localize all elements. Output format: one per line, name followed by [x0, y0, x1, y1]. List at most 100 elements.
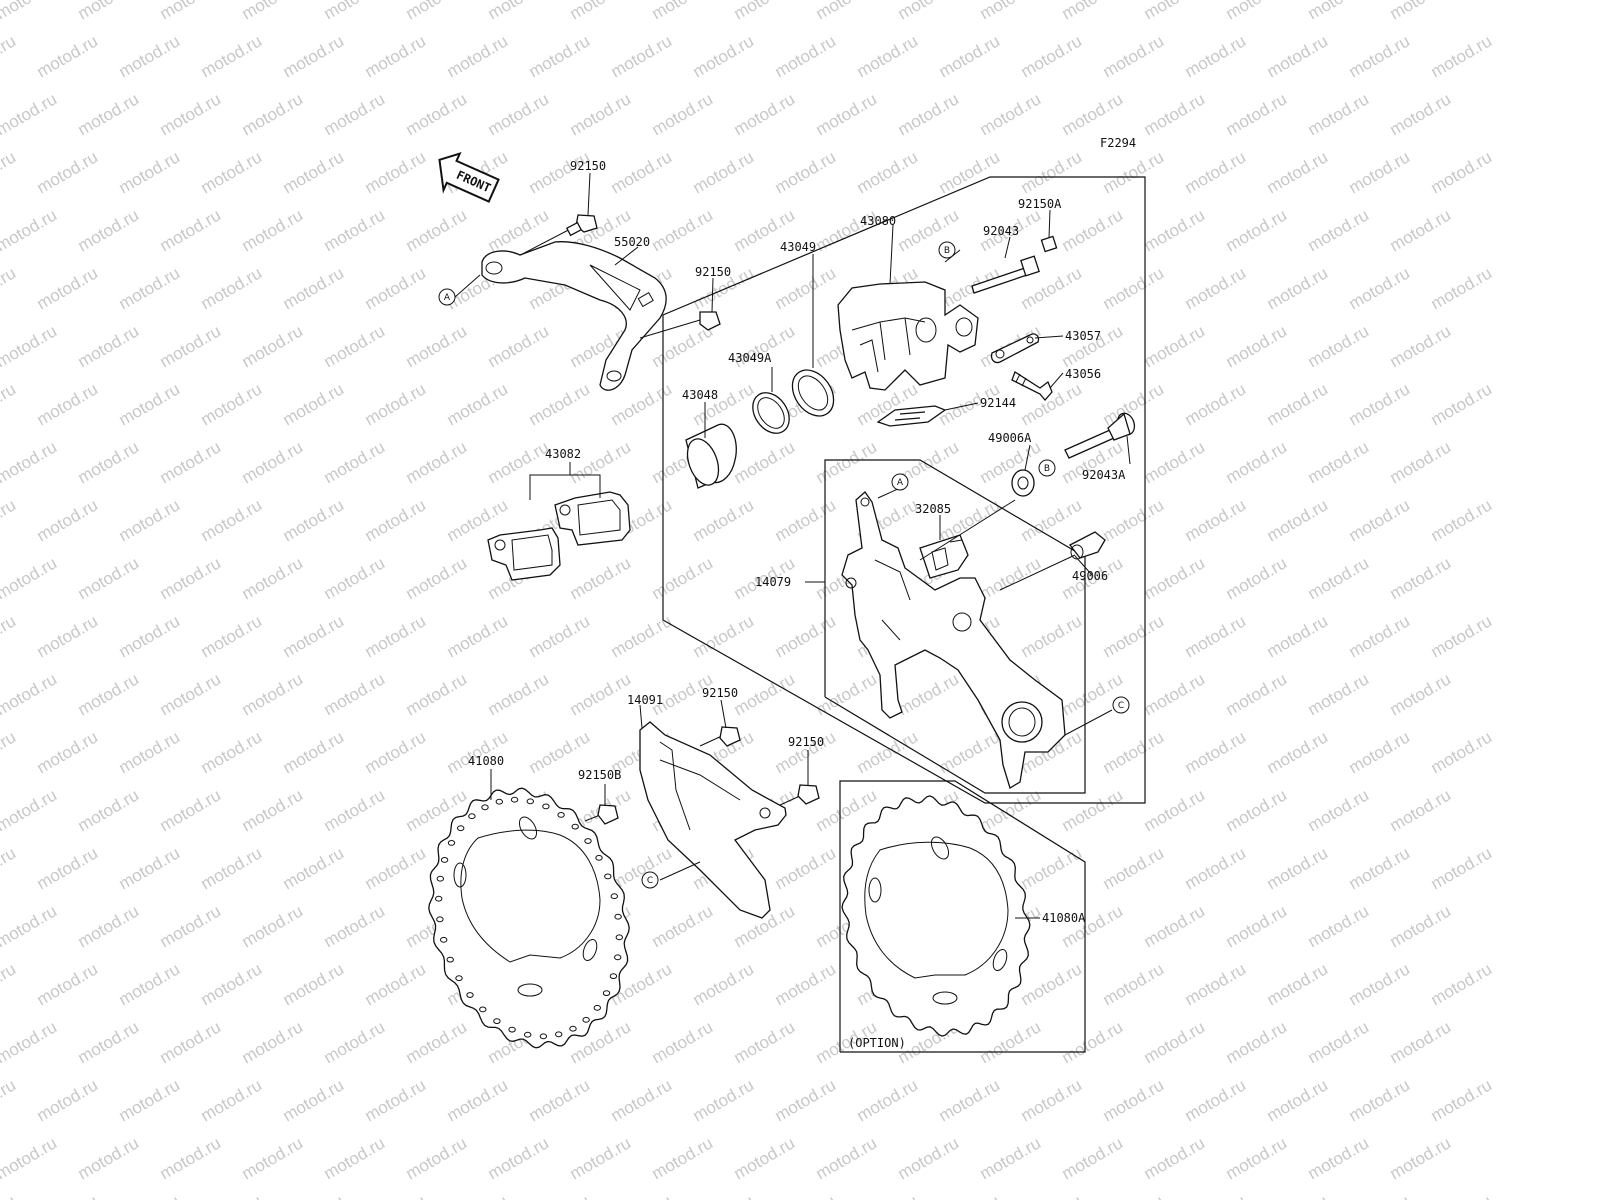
watermark-text: motod.ru: [0, 1191, 19, 1200]
part-label-92150-low2: 92150: [788, 735, 824, 749]
watermark-text: motod.ru: [198, 959, 266, 1009]
disc-drill-hole: [495, 798, 503, 805]
watermark-text: motod.ru: [280, 843, 348, 893]
watermark-text: motod.ru: [198, 727, 266, 777]
watermark-text: motod.ru: [0, 147, 19, 197]
watermark-text: motod.ru: [280, 263, 348, 313]
watermark-text: motod.ru: [895, 0, 963, 23]
watermark-text: motod.ru: [239, 1017, 307, 1067]
watermark-text: motod.ru: [321, 205, 389, 255]
watermark-text: motod.ru: [1182, 1191, 1250, 1200]
watermark-text: motod.ru: [731, 1133, 799, 1183]
disc-drill-hole: [571, 823, 579, 830]
bleeder-valve-43056: [1011, 371, 1053, 402]
watermark-text: motod.ru: [1059, 1017, 1127, 1067]
disc-drill-hole: [436, 875, 444, 882]
watermark-text: motod.ru: [75, 205, 143, 255]
disc-drill-hole: [440, 936, 448, 943]
watermark-text: motod.ru: [1182, 147, 1250, 197]
watermark-text: motod.ru: [0, 611, 19, 661]
watermark-text: motod.ru: [813, 669, 881, 719]
watermark-text: motod.ru: [1141, 0, 1209, 23]
watermark-text: motod.ru: [0, 263, 19, 313]
disc-drill-hole: [582, 1016, 590, 1023]
watermark-text: motod.ru: [34, 263, 102, 313]
watermark-text: motod.ru: [772, 611, 840, 661]
retainer-32085: [919, 534, 969, 579]
watermark-text: motod.ru: [1182, 495, 1250, 545]
watermark-text: motod.ru: [1387, 321, 1455, 371]
watermark-text: motod.ru: [1182, 727, 1250, 777]
watermark-text: motod.ru: [0, 785, 60, 835]
watermark-text: motod.ru: [1387, 437, 1455, 487]
watermark-text: motod.ru: [690, 1191, 758, 1200]
svg-text:A: A: [444, 293, 451, 303]
watermark-text: motod.ru: [403, 321, 471, 371]
watermark-text: motod.ru: [0, 727, 19, 777]
watermark-text: motod.ru: [75, 1133, 143, 1183]
watermark-text: motod.ru: [485, 437, 553, 487]
part-label-43049A: 43049A: [728, 351, 772, 365]
watermark-text: motod.ru: [280, 611, 348, 661]
watermark-text: motod.ru: [1100, 1191, 1168, 1200]
bolt-92150B: [584, 804, 619, 825]
watermark-text: motod.ru: [1428, 379, 1496, 429]
watermark-text: motod.ru: [1223, 1017, 1291, 1067]
leader-lines: [454, 172, 1131, 919]
watermark-text: motod.ru: [1264, 843, 1332, 893]
watermark-text: motod.ru: [854, 147, 922, 197]
watermark-text: motod.ru: [690, 959, 758, 1009]
disc-drill-hole: [602, 990, 611, 996]
watermark-text: motod.ru: [1428, 495, 1496, 545]
watermark-text: motod.ru: [75, 321, 143, 371]
watermark-layer: motod.ru motod.ru motod.ru motod.ru motod.ru…: [0, 0, 1495, 1200]
caliper-assembly-outline: [662, 176, 1146, 804]
part-label-92043A: 92043A: [1082, 468, 1126, 482]
watermark-text: motod.ru: [1428, 31, 1496, 81]
watermark-text: motod.ru: [690, 379, 758, 429]
part-label-32085: 32085: [915, 502, 951, 516]
watermark-text: motod.ru: [690, 495, 758, 545]
watermark-text: motod.ru: [1141, 89, 1209, 139]
watermark-text: motod.ru: [1100, 727, 1168, 777]
watermark-text: motod.ru: [649, 0, 717, 23]
watermark-text: motod.ru: [444, 727, 512, 777]
watermark-text: motod.ru: [1305, 785, 1373, 835]
watermark-text: motod.ru: [1223, 437, 1291, 487]
part-label-92150A: 92150A: [1018, 197, 1062, 211]
watermark-text: motod.ru: [280, 31, 348, 81]
watermark-text: motod.ru: [1346, 379, 1414, 429]
watermark-text: motod.ru: [772, 1191, 840, 1200]
watermark-text: motod.ru: [1182, 263, 1250, 313]
disc-drill-hole: [569, 1025, 577, 1032]
watermark-text: motod.ru: [854, 1191, 922, 1200]
disc-drill-hole: [614, 954, 622, 961]
watermark-text: motod.ru: [1428, 147, 1496, 197]
watermark-text: motod.ru: [936, 1075, 1004, 1125]
torque-bracket-55020: [481, 241, 667, 391]
watermark-text: motod.ru: [75, 901, 143, 951]
watermark-text: motod.ru: [1387, 0, 1455, 23]
watermark-text: motod.ru: [1428, 611, 1496, 661]
part-label-49006A: 49006A: [988, 431, 1032, 445]
watermark-text: motod.ru: [362, 959, 430, 1009]
watermark-text: motod.ru: [1059, 0, 1127, 23]
watermark-text: motod.ru: [1305, 437, 1373, 487]
part-label-55020: 55020: [614, 235, 650, 249]
watermark-text: motod.ru: [1264, 31, 1332, 81]
watermark-text: motod.ru: [1018, 611, 1086, 661]
watermark-text: motod.ru: [1182, 843, 1250, 893]
watermark-text: motod.ru: [1264, 727, 1332, 777]
ref-circle-a-top: A: [438, 288, 456, 306]
watermark-text: motod.ru: [1223, 0, 1291, 23]
watermark-text: motod.ru: [854, 1075, 922, 1125]
watermark-text: motod.ru: [1223, 669, 1291, 719]
disc-drill-hole: [455, 975, 463, 982]
watermark-text: motod.ru: [1387, 785, 1455, 835]
guard-14091: [639, 721, 787, 919]
watermark-text: motod.ru: [116, 379, 184, 429]
watermark-text: motod.ru: [1018, 959, 1086, 1009]
boot-49006: [1069, 531, 1106, 560]
watermark-text: motod.ru: [280, 727, 348, 777]
watermark-text: motod.ru: [1223, 321, 1291, 371]
